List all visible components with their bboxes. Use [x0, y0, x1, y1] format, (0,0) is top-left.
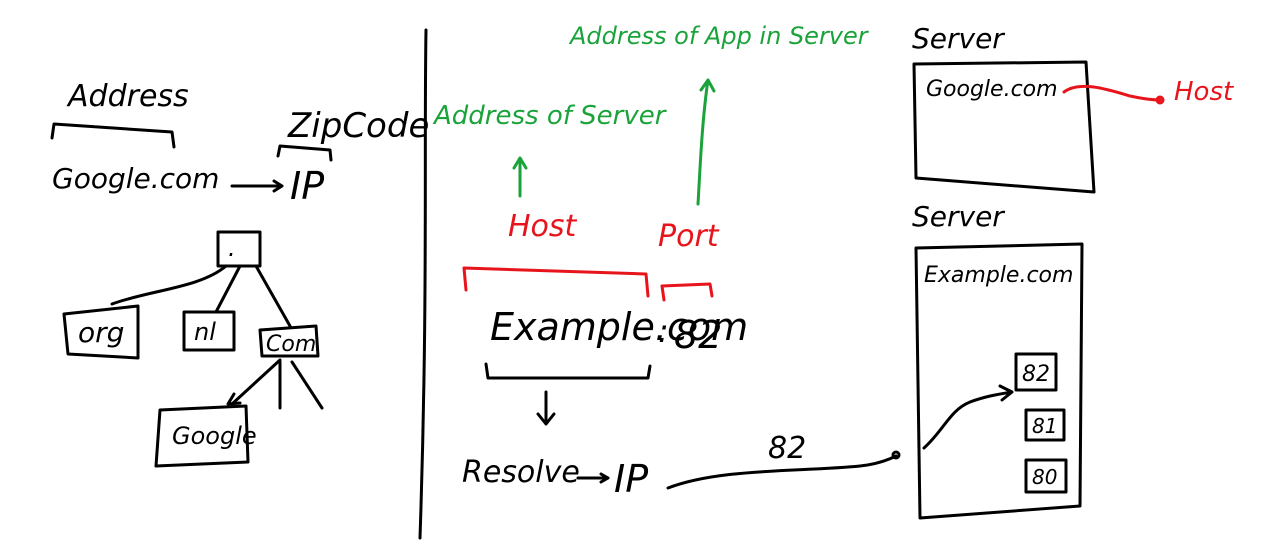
domain-label: Google.com — [52, 162, 219, 195]
tree-node-com — [258, 324, 320, 358]
host-up-arrow — [512, 156, 528, 198]
tree-node-google — [154, 404, 250, 468]
resolve-to-ip-arrow — [576, 472, 610, 484]
server2-port-81: 81 — [1032, 414, 1057, 438]
url-separator: : — [658, 312, 669, 350]
tree-edge-org — [110, 264, 228, 306]
zipcode-label: ZipCode — [287, 106, 429, 146]
domain-to-ip-arrow — [230, 179, 284, 193]
ip-label: IP — [290, 164, 324, 208]
port-up-arrow — [696, 78, 716, 206]
port-arrow-label: 82 — [768, 431, 806, 466]
annotation-server-address: Address of Server — [432, 101, 668, 131]
resolve-label: Resolve — [462, 455, 580, 490]
resolve-bracket — [484, 362, 652, 380]
server1-label: Server — [912, 22, 1005, 55]
tree-node-nl-label: nl — [194, 318, 216, 346]
tree-node-google-label: Google — [172, 422, 257, 450]
tree-root-node — [216, 230, 262, 268]
tree-edge-google — [226, 358, 282, 406]
tree-node-com-label: Com — [266, 332, 316, 357]
address-label: Address — [66, 79, 189, 114]
tree-node-org-label: org — [78, 316, 124, 349]
ip-bracket — [276, 144, 333, 162]
tree-node-org — [62, 304, 140, 360]
tree-edge-nl — [214, 264, 242, 314]
server2-port-arrow — [922, 384, 1014, 450]
server1-domain: Google.com — [926, 77, 1058, 102]
server2-box — [914, 242, 1084, 520]
address-bracket — [50, 122, 176, 149]
tree-root-label: . — [228, 234, 236, 262]
server2-port-80: 80 — [1032, 465, 1057, 489]
tree-edge-com — [254, 264, 292, 328]
url-host: Example.com — [490, 305, 748, 349]
server1-host-arrow — [1062, 84, 1162, 102]
host-label: Host — [508, 209, 578, 244]
server1-host-arrowhead — [1155, 95, 1165, 105]
server1-box — [912, 60, 1096, 194]
server2-port-82-box — [1014, 352, 1058, 392]
resolve-down-arrow — [536, 390, 556, 426]
port-label: Port — [658, 219, 720, 254]
tree-node-nl — [182, 310, 236, 352]
server2-port-82: 82 — [1022, 362, 1050, 387]
server2-label: Server — [912, 200, 1005, 233]
server2-port-80-box — [1024, 458, 1068, 494]
server2-port-81-box — [1024, 408, 1066, 442]
ip-to-server-arrow — [666, 454, 898, 490]
server2-domain: Example.com — [924, 263, 1073, 288]
section-divider — [418, 28, 428, 540]
annotation-app-address: Address of App in Server — [568, 22, 870, 50]
ip-to-server-arrowhead — [891, 450, 901, 460]
server1-host-label: Host — [1174, 77, 1234, 107]
resolve-ip: IP — [614, 457, 648, 501]
url-port: 82 — [674, 313, 722, 357]
tree-edge-com-3 — [290, 360, 324, 410]
port-bracket — [660, 282, 714, 302]
host-bracket — [462, 266, 650, 298]
